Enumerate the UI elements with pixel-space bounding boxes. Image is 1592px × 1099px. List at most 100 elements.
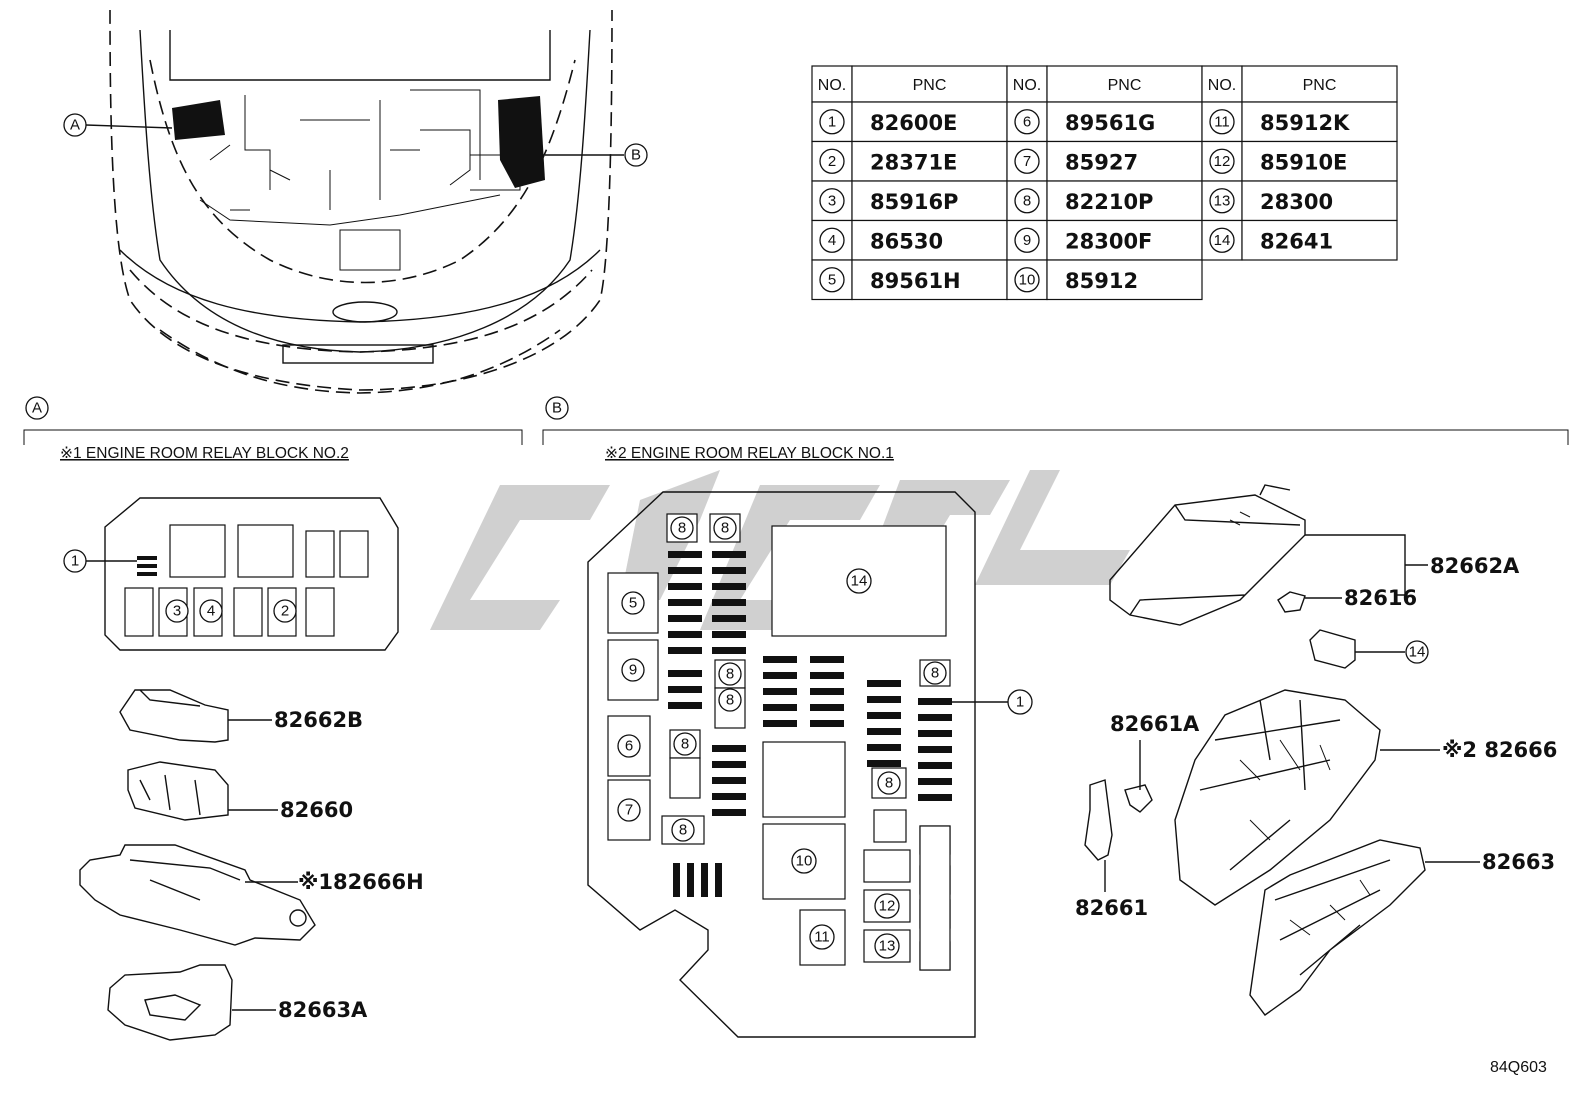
part-82663: 82663: [1482, 850, 1555, 874]
section-b-marker-circle: [545, 396, 569, 420]
drawing-code: 84Q603: [1490, 1059, 1547, 1076]
callout-1-b-circle: [1007, 689, 1033, 715]
section-b-marker: B: [552, 400, 562, 417]
table-row-no-13: 13: [1214, 192, 1231, 209]
table-row-no-5: 5: [828, 271, 836, 288]
part-82616: 82616: [1344, 586, 1417, 610]
table-row-pnc-8: 82210P: [1065, 190, 1153, 214]
overview-marker-b: B: [631, 147, 641, 164]
table-row-pnc-12: 85910E: [1260, 150, 1347, 174]
table-row-no-1: 1: [828, 113, 836, 130]
table-row-pnc-7: 85927: [1065, 150, 1138, 174]
table-row-no-2-circle: [819, 148, 845, 174]
section-a: A ※1 ENGINE ROOM RELAY BLOCK NO.2 1 3 4 …: [23, 396, 523, 1041]
table-row-no-10-circle: [1014, 267, 1040, 293]
relay-block-no2-outline: [104, 497, 399, 651]
callout-1-a: 1: [71, 553, 79, 570]
table-row-pnc-14: 82641: [1260, 229, 1333, 253]
block-module-13: 13: [879, 938, 896, 955]
part-82660: 82660: [280, 798, 353, 822]
table-row-pnc-11: 85912K: [1260, 111, 1350, 135]
relay-8-h: 8: [931, 665, 939, 682]
table-row-no-5-circle: [819, 267, 845, 293]
table-row-no-7: 7: [1023, 153, 1031, 170]
table-row-pnc-9: 28300F: [1065, 229, 1152, 253]
table-row-no-14-circle: [1209, 227, 1235, 253]
table-header-no: NO.: [1013, 77, 1041, 94]
part-82661a: 82661A: [1110, 712, 1200, 736]
relay-8-f: 8: [679, 822, 687, 839]
block-module-7: 7: [625, 802, 633, 819]
callout-a-marker: [63, 113, 87, 137]
table-row-no-13-circle: [1209, 188, 1235, 214]
block-module-13-circle: [874, 933, 900, 959]
table-row-pnc-6: 89561G: [1065, 111, 1155, 135]
relay-8-c-circle: [718, 662, 742, 686]
block-module-5-circle: [621, 591, 645, 615]
section-a-marker-circle: [25, 396, 49, 420]
relay-8-a-circle: [670, 516, 694, 540]
table-row-no-3-circle: [819, 188, 845, 214]
block-module-5: 5: [629, 595, 637, 612]
block-module-6-circle: [617, 734, 641, 758]
part-82663a: 82663A: [278, 998, 368, 1022]
table-row-no-9: 9: [1023, 232, 1031, 249]
table-row-no-6-circle: [1014, 109, 1040, 135]
block-module-9: 9: [629, 662, 637, 679]
table-row-pnc-1: 82600E: [870, 111, 957, 135]
block-module-7-circle: [617, 798, 641, 822]
block-module-6: 6: [625, 738, 633, 755]
table-row-no-4-circle: [819, 227, 845, 253]
vehicle-overview: A B: [63, 9, 648, 394]
table-row-pnc-13: 28300: [1260, 190, 1333, 214]
block-module-14: 14: [851, 573, 868, 590]
relay-8-d: 8: [726, 692, 734, 709]
relay-8-f-circle: [671, 818, 695, 842]
callout-2: 2: [281, 603, 289, 620]
table-row-no-4: 4: [828, 232, 836, 249]
callout-b-marker: [624, 143, 648, 167]
table-row-no-11-circle: [1209, 109, 1235, 135]
table-header-pnc: PNC: [1303, 77, 1337, 94]
table-row-no-8: 8: [1023, 192, 1031, 209]
table-row-pnc-2: 28371E: [870, 150, 957, 174]
table-row-no-1-circle: [819, 109, 845, 135]
table-row-no-12: 12: [1214, 153, 1231, 170]
table-row-no-12-circle: [1209, 148, 1235, 174]
table-row-no-9-circle: [1014, 227, 1040, 253]
table-header-pnc: PNC: [913, 77, 947, 94]
table-header-no: NO.: [1208, 77, 1236, 94]
table-header-no: NO.: [818, 77, 846, 94]
block-module-14-circle: [846, 568, 872, 594]
block-module-10-circle: [791, 848, 817, 874]
table-row-pnc-3: 85916P: [870, 190, 958, 214]
relay-8-c: 8: [726, 666, 734, 683]
relay-8-a: 8: [678, 520, 686, 537]
table-row-no-14: 14: [1214, 232, 1231, 249]
table-row-no-8-circle: [1014, 188, 1040, 214]
relay-8-g-circle: [877, 771, 901, 795]
block-module-12-circle: [874, 893, 900, 919]
table-row-pnc-10: 85912: [1065, 269, 1138, 293]
relay-block-no1-outline: [587, 491, 976, 1038]
relay-8-e-circle: [673, 732, 697, 756]
callout-1-b: 1: [1016, 694, 1024, 711]
block-module-9-circle: [621, 658, 645, 682]
relay-8-b-circle: [713, 516, 737, 540]
part-82661: 82661: [1075, 896, 1148, 920]
block-module-10: 10: [796, 853, 813, 870]
table-row-no-10: 10: [1019, 271, 1036, 288]
relay-block-no1-slots: 885967148888101181213888881: [607, 513, 1033, 971]
part-82662a: 82662A: [1430, 554, 1520, 578]
table-row-pnc-5: 89561H: [870, 269, 961, 293]
relay-8-b: 8: [721, 520, 729, 537]
table-row-no-6: 6: [1023, 113, 1031, 130]
section-a-marker: A: [32, 400, 42, 417]
part-82662b: 82662B: [274, 708, 363, 732]
overview-marker-a: A: [70, 117, 80, 134]
callout-14-part: 14: [1409, 644, 1426, 661]
callout-3: 3: [173, 603, 181, 620]
